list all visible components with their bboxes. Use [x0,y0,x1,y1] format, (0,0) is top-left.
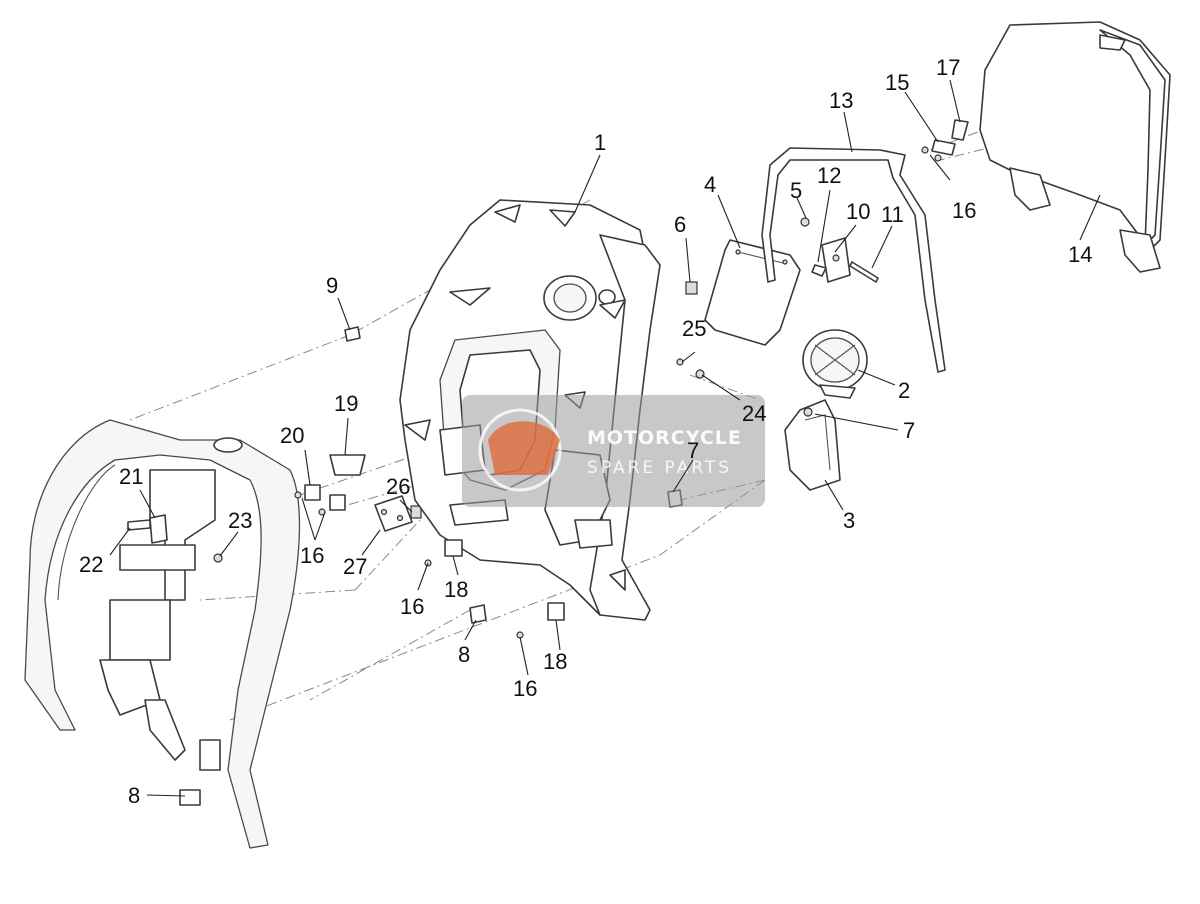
callout-15: 15 [885,70,909,95]
callout-2: 2 [898,378,910,403]
callout-14: 14 [1068,242,1092,267]
callout-16-top: 16 [952,198,976,223]
nut-part-6 [685,281,698,295]
callout-17: 17 [936,55,960,80]
callout-12: 12 [817,163,841,188]
callout-16-bottom: 16 [513,676,537,701]
callout-25: 25 [682,316,706,341]
callout-4: 4 [704,172,716,197]
cover-part-3 [784,399,841,491]
callout-24: 24 [742,401,766,426]
watermark-line2: SPARE PARTS [587,458,732,478]
callout-27: 27 [343,554,367,579]
callout-1: 1 [594,130,606,155]
callout-9: 9 [326,273,338,298]
callout-11: 11 [881,202,904,227]
leader-lines [109,79,1101,797]
callout-16-center: 16 [400,594,424,619]
watermark-ring [478,408,562,492]
callout-7-right: 7 [903,418,915,443]
lock-hardware [800,217,879,283]
callout-22: 22 [79,552,103,577]
rear-frame [24,419,301,849]
bracket-15-17 [921,119,969,162]
watermark: MOTORCYCLE SPARE PARTS [462,395,765,507]
callout-18-center: 18 [444,577,468,602]
seal-strip-part-13 [761,147,946,373]
front-shield-part-14 [979,21,1171,273]
callout-8-center: 8 [458,642,470,667]
watermark-band [462,395,765,507]
callout-26: 26 [386,474,410,499]
callout-7-center: 7 [687,438,699,463]
callout-3: 3 [843,508,855,533]
part-number-callouts: 1 2 3 4 5 6 7 7 8 8 9 10 11 12 13 14 15 … [79,55,1092,808]
callout-18-bottom: 18 [543,649,567,674]
callout-10: 10 [846,199,870,224]
bracket-27 [374,495,422,532]
callout-20: 20 [280,423,304,448]
callout-16-left: 16 [300,543,324,568]
callout-23: 23 [228,508,252,533]
callout-21: 21 [119,464,143,489]
callout-8-left: 8 [128,783,140,808]
callout-5: 5 [790,178,802,203]
cup-part-2 [802,329,868,399]
callout-19: 19 [334,391,358,416]
watermark-logo-icon [488,421,560,475]
callout-6: 6 [674,212,686,237]
callout-13: 13 [829,88,853,113]
watermark-line1: MOTORCYCLE [587,427,742,449]
glovebox-door-part-4 [704,239,801,346]
